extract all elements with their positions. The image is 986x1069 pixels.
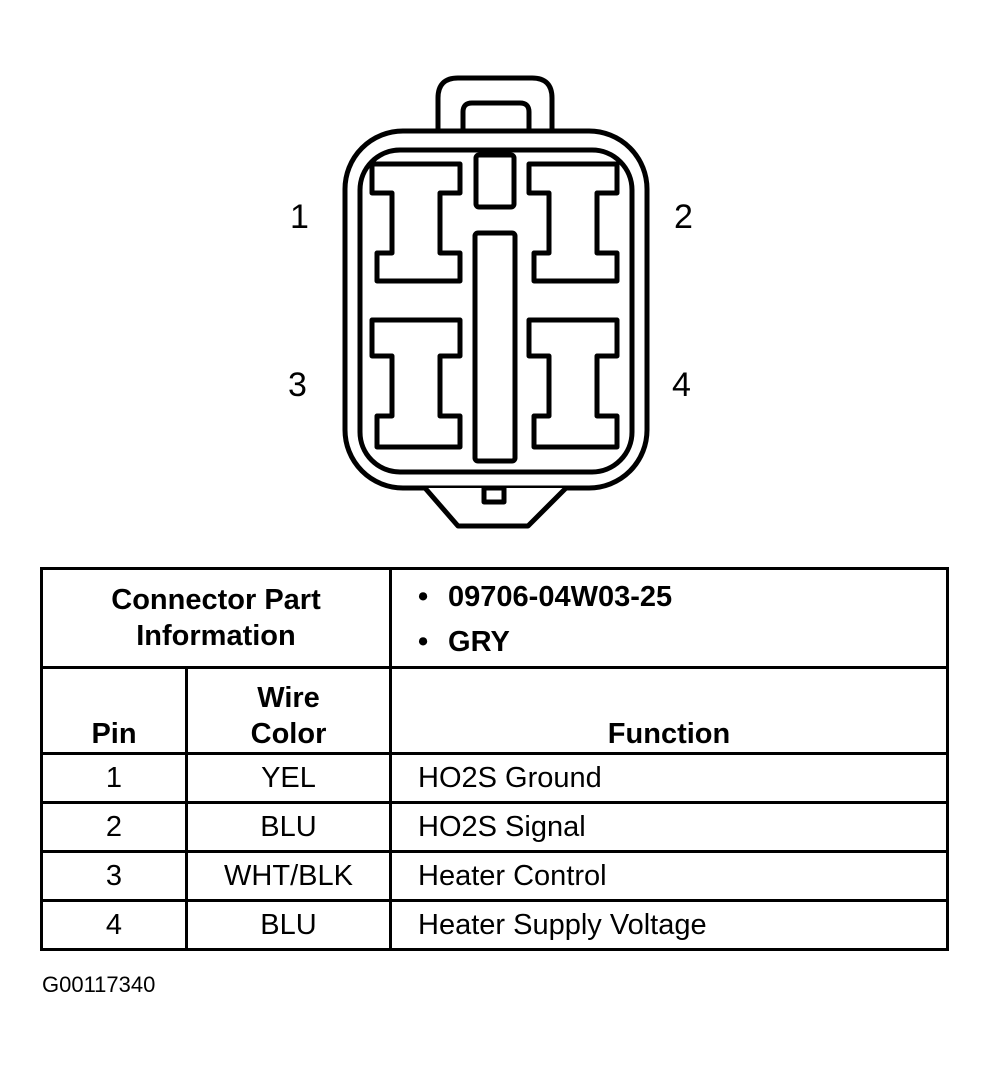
column-header-pin: Pin: [40, 666, 188, 755]
column-header-function: Function: [389, 666, 950, 755]
part-info-header: Connector Part Information: [111, 584, 321, 652]
pin-label-4: 4: [672, 366, 691, 404]
connector-housing: [342, 128, 650, 491]
pin-number-cell: 3: [40, 850, 188, 902]
part-info-header-cell: Connector Part Information: [39, 567, 393, 669]
column-header-wire-color-label: Wire Color: [250, 682, 327, 750]
locking-tab-inner: [460, 100, 532, 130]
pin-number-cell: 2: [40, 801, 188, 853]
wire-color-cell: YEL: [184, 752, 393, 804]
part-info-list: 09706-04W03-25 GRY: [392, 571, 946, 665]
connector-face-diagram: [342, 75, 650, 529]
table-row: 3 WHT/BLK Heater Control: [40, 850, 950, 902]
pin-label-3: 3: [288, 366, 307, 404]
connector-color: GRY: [418, 620, 946, 665]
center-top-block: [473, 152, 517, 210]
bottom-key: [423, 486, 568, 529]
function-cell: Heater Supply Voltage: [389, 899, 950, 951]
table-row: 4 BLU Heater Supply Voltage: [40, 899, 950, 951]
column-header-row: Pin Wire Color Function: [40, 666, 950, 755]
wire-color-cell: BLU: [184, 899, 393, 951]
function-cell: HO2S Signal: [389, 801, 950, 853]
center-divider-bar: [472, 230, 518, 464]
pin-number-cell: 4: [40, 899, 188, 951]
terminal-cavity-2: [526, 161, 620, 284]
connector-inner-outline: [357, 147, 635, 475]
wire-color-cell: BLU: [184, 801, 393, 853]
pin-label-2: 2: [674, 198, 693, 236]
locking-tab: [435, 75, 555, 132]
figure-id: G00117340: [42, 972, 156, 997]
table-row: 2 BLU HO2S Signal: [40, 801, 950, 853]
terminal-cavity-4: [526, 317, 620, 450]
terminal-cavity-1: [369, 161, 463, 284]
connector-pinout-table: Connector Part Information 09706-04W03-2…: [39, 567, 950, 951]
wire-color-cell: WHT/BLK: [184, 850, 393, 902]
function-cell: HO2S Ground: [389, 752, 950, 804]
pin-label-1: 1: [290, 198, 309, 236]
part-info-values-cell: 09706-04W03-25 GRY: [389, 567, 950, 669]
terminal-cavity-3: [369, 317, 463, 450]
table-row: 1 YEL HO2S Ground: [40, 752, 950, 804]
part-number: 09706-04W03-25: [418, 575, 946, 620]
bottom-key-notch: [481, 485, 507, 505]
pin-number-cell: 1: [40, 752, 188, 804]
function-cell: Heater Control: [389, 850, 950, 902]
column-header-wire-color: Wire Color: [184, 666, 393, 755]
part-info-row: Connector Part Information 09706-04W03-2…: [39, 567, 950, 669]
